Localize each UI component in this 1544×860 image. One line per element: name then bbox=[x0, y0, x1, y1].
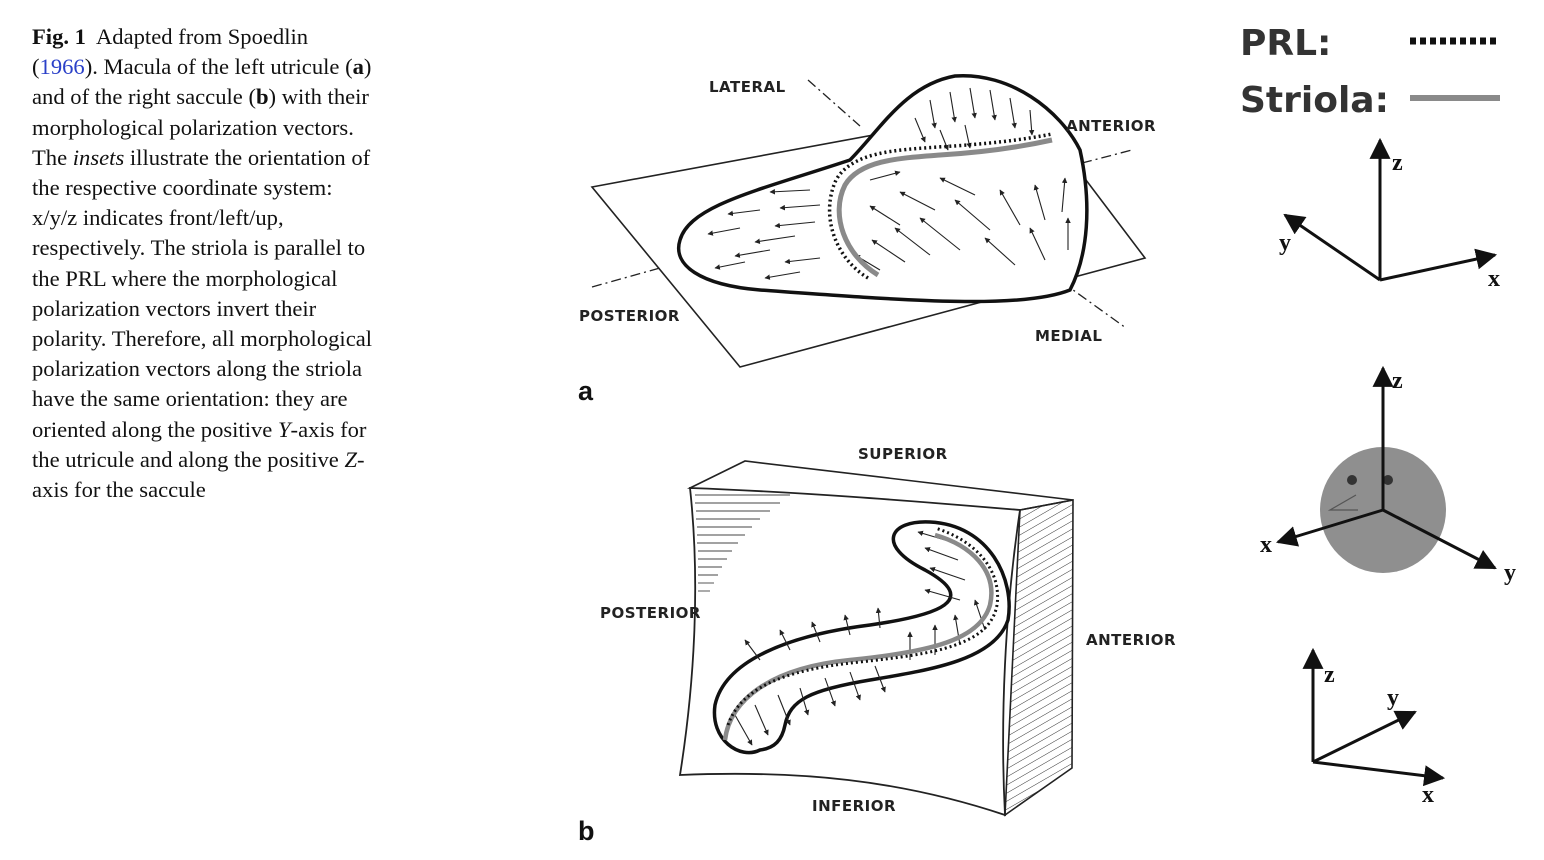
lateral-medial-axis-line-lower bbox=[1061, 281, 1127, 329]
inset-top-y-label: y bbox=[1279, 230, 1291, 256]
caption-panel-a-ref: a bbox=[352, 54, 364, 80]
inset-middle-head-coordinate-system bbox=[1275, 365, 1497, 573]
legend: PRL: Striola: bbox=[1240, 23, 1500, 121]
label-lateral: LATERAL bbox=[709, 78, 786, 96]
label-posterior-a: POSTERIOR bbox=[579, 307, 680, 325]
caption-insets-term: insets bbox=[72, 144, 125, 170]
caption-text-3: ) and of the right saccule ( bbox=[32, 54, 372, 110]
label-anterior-a: ANTERIOR bbox=[1066, 117, 1156, 135]
caption-text-5: illustrate the orientation of the respec… bbox=[32, 144, 373, 442]
anterior-posterior-axis-line bbox=[591, 267, 661, 288]
head-eye-right bbox=[1383, 475, 1393, 485]
caption-panel-b-ref: b bbox=[255, 84, 269, 110]
head-eye-left bbox=[1347, 475, 1357, 485]
label-inferior: INFERIOR bbox=[812, 797, 896, 815]
legend-striola-label: Striola: bbox=[1240, 80, 1389, 121]
inset-middle-y-label: y bbox=[1504, 560, 1516, 586]
caption-text-2: ). Macula of the left utricule ( bbox=[84, 54, 353, 80]
inset-bottom-z-label: z bbox=[1324, 662, 1335, 688]
saccule-shading-lines bbox=[695, 494, 790, 592]
inset-bottom-coordinate-system bbox=[1302, 647, 1446, 787]
label-medial: MEDIAL bbox=[1035, 327, 1102, 345]
inset-top-z-label: z bbox=[1392, 150, 1403, 176]
inset-middle-z-label: z bbox=[1392, 368, 1403, 394]
caption-text-4: ) with their morphological polarization … bbox=[32, 84, 369, 170]
anterior-posterior-axis-line-right bbox=[1081, 149, 1133, 164]
label-anterior-b: ANTERIOR bbox=[1086, 631, 1176, 649]
saccule-macula-outline bbox=[712, 520, 1011, 755]
inset-bottom-x-label: x bbox=[1422, 782, 1434, 808]
utricule-polarization-vectors bbox=[707, 87, 1071, 280]
utricule-macula-outline bbox=[676, 74, 1089, 304]
caption-text-7: -axis for the saccule bbox=[32, 446, 365, 503]
saccule-polarization-vectors bbox=[734, 530, 986, 746]
saccule-block-side bbox=[1004, 499, 1074, 817]
utricule-striola-line bbox=[836, 137, 1053, 278]
saccule-striola-line bbox=[722, 532, 994, 741]
inset-bottom-y-label: y bbox=[1387, 685, 1399, 711]
legend-prl-label: PRL: bbox=[1240, 23, 1331, 64]
caption-text-6: -axis for the utricule and along the pos… bbox=[32, 416, 367, 472]
caption-z-axis-symbol: Z bbox=[344, 446, 358, 472]
lateral-medial-axis-line bbox=[807, 79, 861, 127]
utricule-prl-line bbox=[827, 132, 1053, 280]
inset-top-x-label: x bbox=[1488, 266, 1500, 292]
head-nose bbox=[1327, 494, 1358, 511]
panel-b-letter: b bbox=[578, 816, 595, 846]
caption-y-axis-symbol: Y bbox=[277, 416, 291, 442]
panel-a-utricule-drawing: LATERAL ANTERIOR POSTERIOR MEDIAL a bbox=[578, 74, 1156, 406]
label-superior: SUPERIOR bbox=[858, 445, 948, 463]
inset-middle-x-label: x bbox=[1260, 532, 1272, 558]
label-posterior-b: POSTERIOR bbox=[600, 604, 701, 622]
figure-number: Fig. 1 bbox=[32, 24, 86, 49]
panel-a-letter: a bbox=[578, 376, 594, 406]
panel-b-saccule-drawing: SUPERIOR POSTERIOR ANTERIOR INFERIOR b bbox=[578, 445, 1176, 846]
citation-link[interactable]: 1966 bbox=[39, 54, 85, 80]
caption-text-1: Adapted from Spoedlin ( bbox=[32, 24, 309, 80]
inset-top-coordinate-system bbox=[1283, 137, 1498, 282]
